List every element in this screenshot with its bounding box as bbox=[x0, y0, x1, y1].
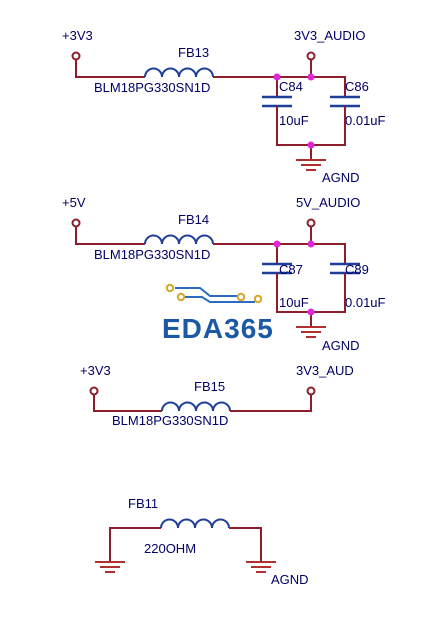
ferrite-bead-fb14 bbox=[144, 234, 214, 245]
junction-dot bbox=[307, 240, 315, 248]
capacitor-ref-c87: C87 bbox=[279, 262, 303, 277]
section-3v3-aud: +3V3 3V3_AUD FB15 BLM18PG330SN1D bbox=[80, 363, 354, 428]
ground-icon bbox=[95, 561, 125, 573]
eda365-logo: EDA365 bbox=[162, 283, 274, 344]
wire bbox=[75, 227, 145, 245]
ground-label-agnd: AGND bbox=[322, 170, 360, 185]
ground-icon bbox=[246, 561, 276, 573]
capacitor-ref-c84: C84 bbox=[279, 79, 303, 94]
power-pin-3v3-aud bbox=[306, 386, 316, 396]
ferrite-ref-fb15: FB15 bbox=[194, 379, 225, 394]
net-label-5v-audio: 5V_AUDIO bbox=[296, 195, 360, 210]
capacitor-value-c86: 0.01uF bbox=[345, 113, 386, 128]
power-pin-3v3 bbox=[71, 51, 81, 61]
wire bbox=[229, 527, 262, 562]
ferrite-ref-fb14: FB14 bbox=[178, 212, 209, 227]
ferrite-value-fb14: BLM18PG330SN1D bbox=[94, 247, 210, 262]
capacitor-value-c87: 10uF bbox=[279, 295, 309, 310]
junction-dot bbox=[273, 73, 281, 81]
section-3v3-audio: +3V3 3V3_AUDIO FB13 BLM18PG330SN1D C84 1… bbox=[62, 28, 386, 185]
net-label-3v3-audio: 3V3_AUDIO bbox=[294, 28, 366, 43]
wire bbox=[93, 395, 162, 412]
net-label-5v: +5V bbox=[62, 195, 86, 210]
capacitor-ref-c89: C89 bbox=[345, 262, 369, 277]
ferrite-bead-fb11 bbox=[160, 518, 230, 529]
wire bbox=[75, 60, 145, 78]
section-gnd-bridge: FB11 220OHM AGND bbox=[95, 496, 309, 587]
ground-label-agnd: AGND bbox=[322, 338, 360, 353]
ferrite-value-fb13: BLM18PG330SN1D bbox=[94, 80, 210, 95]
junction-dot bbox=[307, 73, 315, 81]
power-pin-5v bbox=[71, 218, 81, 228]
power-pin-5v-audio bbox=[306, 218, 316, 228]
junction-dot bbox=[307, 141, 315, 149]
ferrite-bead-fb13 bbox=[144, 67, 214, 78]
capacitor-value-c89: 0.01uF bbox=[345, 295, 386, 310]
power-pin-3v3 bbox=[89, 386, 99, 396]
ferrite-bead-fb15 bbox=[161, 401, 231, 412]
wire bbox=[109, 527, 161, 562]
capacitor-value-c84: 10uF bbox=[279, 113, 309, 128]
capacitor-ref-c86: C86 bbox=[345, 79, 369, 94]
wire bbox=[230, 395, 312, 412]
net-label-3v3: +3V3 bbox=[80, 363, 111, 378]
ground-icon bbox=[296, 326, 326, 338]
ferrite-ref-fb13: FB13 bbox=[178, 45, 209, 60]
net-label-3v3: +3V3 bbox=[62, 28, 93, 43]
ground-icon bbox=[296, 159, 326, 171]
pcb-trace-icon bbox=[165, 283, 263, 304]
ground-label-agnd: AGND bbox=[271, 572, 309, 587]
junction-dot bbox=[307, 308, 315, 316]
power-pin-3v3-audio bbox=[306, 51, 316, 61]
ferrite-value-fb15: BLM18PG330SN1D bbox=[112, 413, 228, 428]
junction-dot bbox=[273, 240, 281, 248]
net-label-3v3-aud: 3V3_AUD bbox=[296, 363, 354, 378]
wire bbox=[213, 243, 346, 264]
ferrite-ref-fb11: FB11 bbox=[128, 496, 158, 511]
wire bbox=[213, 76, 346, 97]
ferrite-value-fb11: 220OHM bbox=[144, 541, 196, 556]
section-5v-audio: +5V 5V_AUDIO FB14 BLM18PG330SN1D C87 10u… bbox=[62, 195, 386, 353]
watermark-text: EDA365 bbox=[162, 313, 274, 344]
